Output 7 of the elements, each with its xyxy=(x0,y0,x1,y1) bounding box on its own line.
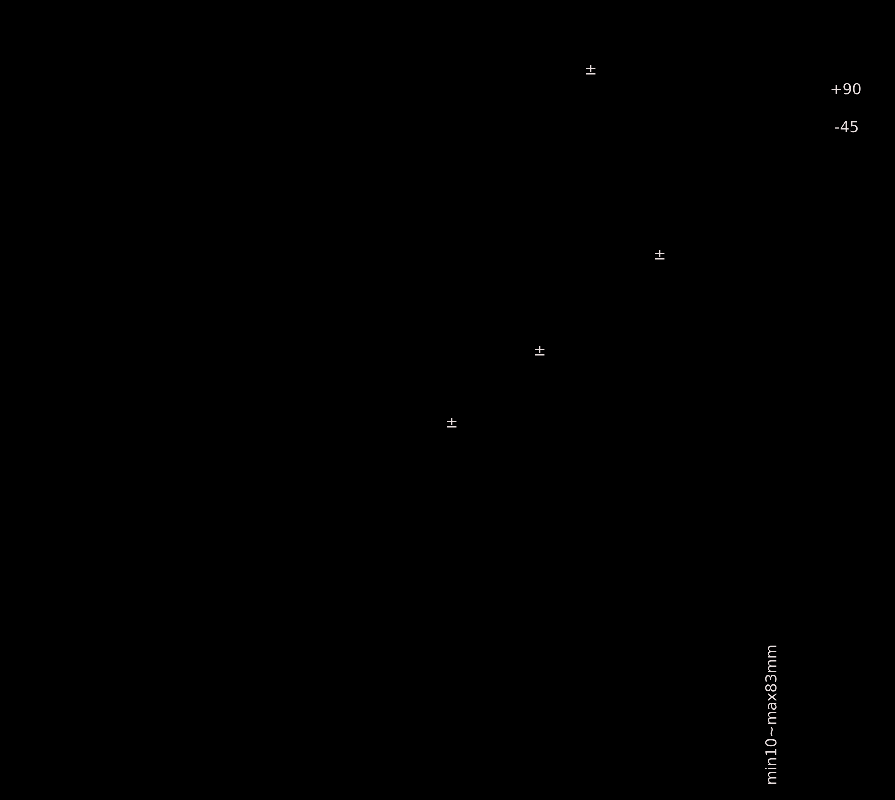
tolerance-sign: ± xyxy=(447,418,457,428)
dimension-value: +90 xyxy=(832,83,861,95)
tolerance-sign: ± xyxy=(535,346,545,356)
tolerance-sign: ± xyxy=(655,250,665,260)
dimension-value: min10~max83mm xyxy=(765,646,777,784)
dimension-value: -45 xyxy=(836,121,858,133)
tolerance-sign: ± xyxy=(586,65,596,75)
